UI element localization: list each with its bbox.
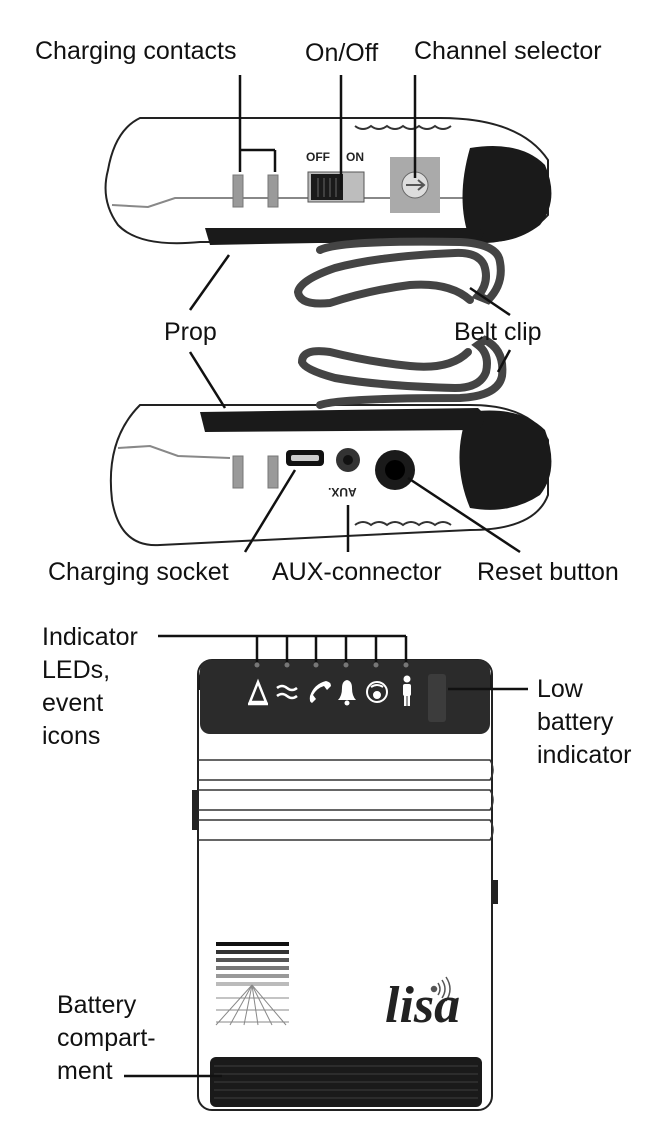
grip-wave-bottom [354,521,452,527]
label-low-battery-2: battery [537,708,614,736]
charging-contact-1 [232,174,244,208]
device-dark-end-bottom [459,410,552,510]
switch-on-marking: ON [346,150,364,164]
grip-wave-top [354,124,452,130]
label-aux-connector: AUX-connector [272,558,442,586]
front-grip-ridges [198,759,494,841]
label-battery-2: compart- [57,1024,156,1052]
label-channel-selector: Channel selector [414,37,602,65]
belt-clip-bottom [297,335,507,409]
phone-icon [309,681,331,703]
label-indicator-leds-1: Indicator [42,623,138,651]
low-battery-indicator [428,674,446,722]
callout-lines-top [188,75,511,317]
label-indicator-leds-2: LEDs, [42,656,111,684]
label-charging-socket: Charging socket [48,558,229,586]
label-battery-3: ment [57,1057,113,1085]
indicator-leds [254,662,409,668]
label-belt-clip: Belt clip [454,318,542,346]
aux-marking: AUX. [328,485,357,499]
prop-bottom [200,408,484,432]
event-icons [248,675,411,706]
switch-off-marking: OFF [306,150,330,164]
label-charging-contacts: Charging contacts [35,37,237,65]
body-seam-bottom [117,444,231,459]
water-icon [276,684,298,700]
label-indicator-leds-4: icons [42,722,101,750]
brand-graphic [215,942,289,1026]
brand-signal-icon [430,976,451,1002]
brand-logo-text: lisa [385,977,461,1034]
label-low-battery-1: Low [537,675,583,703]
charging-contact-2 [267,174,279,208]
on-off-switch-knob[interactable] [311,174,343,200]
label-reset-button: Reset button [477,558,619,586]
smoke-icon [248,678,268,706]
label-battery-1: Battery [57,991,137,1019]
device-side-view-bottom [109,335,552,547]
device-front-view [192,659,498,1111]
label-on-off: On/Off [305,39,379,67]
callout-lines-bottom [188,349,521,554]
doorbell-icon [366,681,388,703]
person-icon [403,675,411,706]
belt-clip-top [293,237,505,308]
device-side-view-top [104,117,552,308]
label-prop: Prop [164,318,217,346]
device-dark-end-top [462,146,552,243]
label-indicator-leds-3: event [42,689,104,717]
callout-lines-front [124,634,528,1078]
label-low-battery-3: indicator [537,741,632,769]
bell-icon [338,680,356,706]
